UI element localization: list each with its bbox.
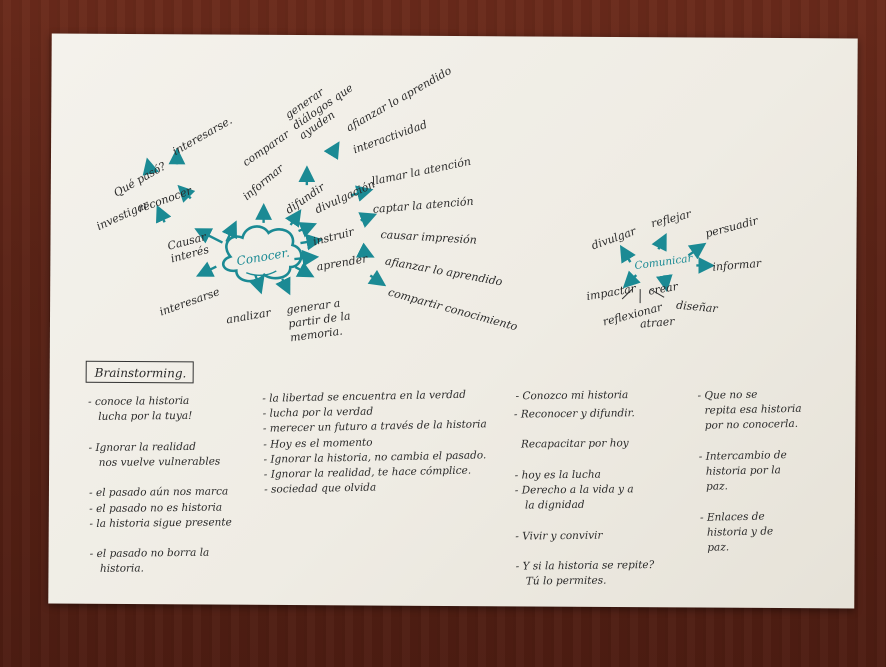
arrows-right xyxy=(619,233,716,293)
mindmap-arrows xyxy=(142,141,716,304)
brainstorming-column-1: - conoce la historia lucha por la tuya! … xyxy=(87,394,232,576)
brainstorming-column-3: - Reconocer y difundir. Recapacitar por … xyxy=(513,407,655,588)
brainstorming-title: Brainstorming. xyxy=(85,360,194,384)
word-generar-memoria: generar a partir de la memoria. xyxy=(285,296,352,344)
paper-sheet: Qué pasó? interesarse. investigar recono… xyxy=(48,33,858,609)
word-atraer: atraer xyxy=(639,314,676,331)
brainstorming-column-2: - la libertad se encuentra en la verdad … xyxy=(262,388,487,497)
brainstorming-column-4: - Que no se repita esa historia por no c… xyxy=(697,388,802,555)
word-disenar: diseñar xyxy=(675,298,719,316)
brainstorming-column-3-first: - Conozco mi historia xyxy=(515,389,629,403)
conocer-cloud xyxy=(221,225,303,283)
arrows-left xyxy=(142,141,387,296)
